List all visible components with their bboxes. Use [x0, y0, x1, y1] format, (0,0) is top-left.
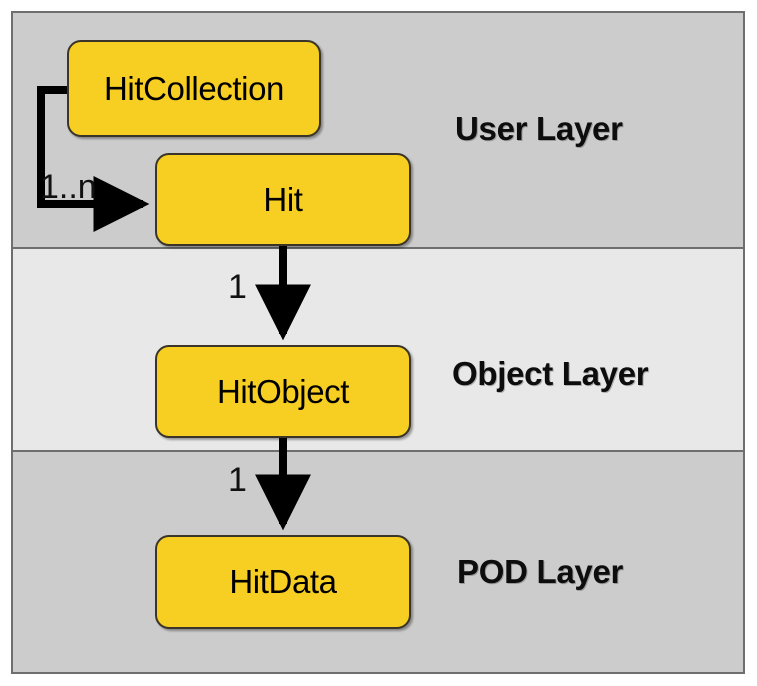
layer-title-object: Object Layer — [452, 355, 649, 392]
class-box-hitdata-label: HitData — [229, 563, 337, 600]
class-box-hitcollection-label: HitCollection — [103, 69, 285, 107]
layer-title-user: User Layer — [455, 110, 623, 147]
multiplicity-label-hit-hitobject: 1 — [228, 268, 247, 306]
multiplicity-label-hitobject-hitdata: 1 — [228, 461, 247, 499]
layer-title-pod: POD Layer — [457, 553, 624, 590]
class-box-hit-label: Hit — [263, 180, 303, 218]
class-box-hitobject[interactable]: HitObject — [155, 345, 411, 438]
class-box-hitdata[interactable]: HitData — [155, 535, 411, 629]
class-box-hitobject-label: HitObject — [216, 372, 350, 410]
class-box-hit[interactable]: Hit — [155, 153, 411, 246]
class-box-hitcollection[interactable]: HitCollection — [67, 40, 321, 137]
multiplicity-label-hitcollection-hit: 1..n — [40, 168, 97, 206]
